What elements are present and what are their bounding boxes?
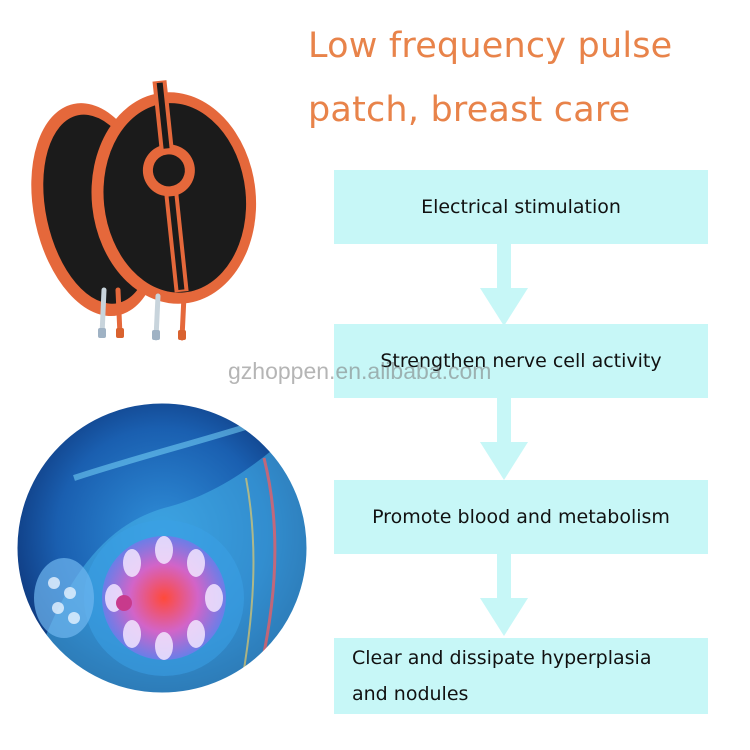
flow-step-3-label: Promote blood and metabolism: [372, 506, 670, 528]
flow-step-2-label: Strengthen nerve cell activity: [380, 350, 662, 372]
flow-step-3: Promote blood and metabolism: [334, 480, 708, 554]
flow-step-1-label: Electrical stimulation: [421, 196, 621, 218]
breast-anatomy-image: [14, 400, 310, 696]
flow-step-4-label-line-2: and nodules: [352, 683, 469, 705]
pulse-patch-image: [31, 80, 257, 341]
flow-step-2: Strengthen nerve cell activity: [334, 324, 708, 398]
title-line-2: patch, breast care: [308, 90, 631, 130]
down-arrow-icon: [480, 398, 528, 480]
down-arrow-icon: [480, 554, 528, 636]
flow-step-4-label-line-1: Clear and dissipate hyperplasia: [352, 647, 652, 669]
flow-step-1: Electrical stimulation: [334, 170, 708, 244]
title-line-1: Low frequency pulse: [308, 26, 673, 66]
flow-step-4: Clear and dissipate hyperplasia and nodu…: [334, 638, 708, 714]
down-arrow-icon: [480, 244, 528, 326]
watermark: gzhoppen.en.alibaba.com: [228, 358, 492, 384]
page-title: Low frequency pulse patch, breast care: [308, 14, 748, 142]
